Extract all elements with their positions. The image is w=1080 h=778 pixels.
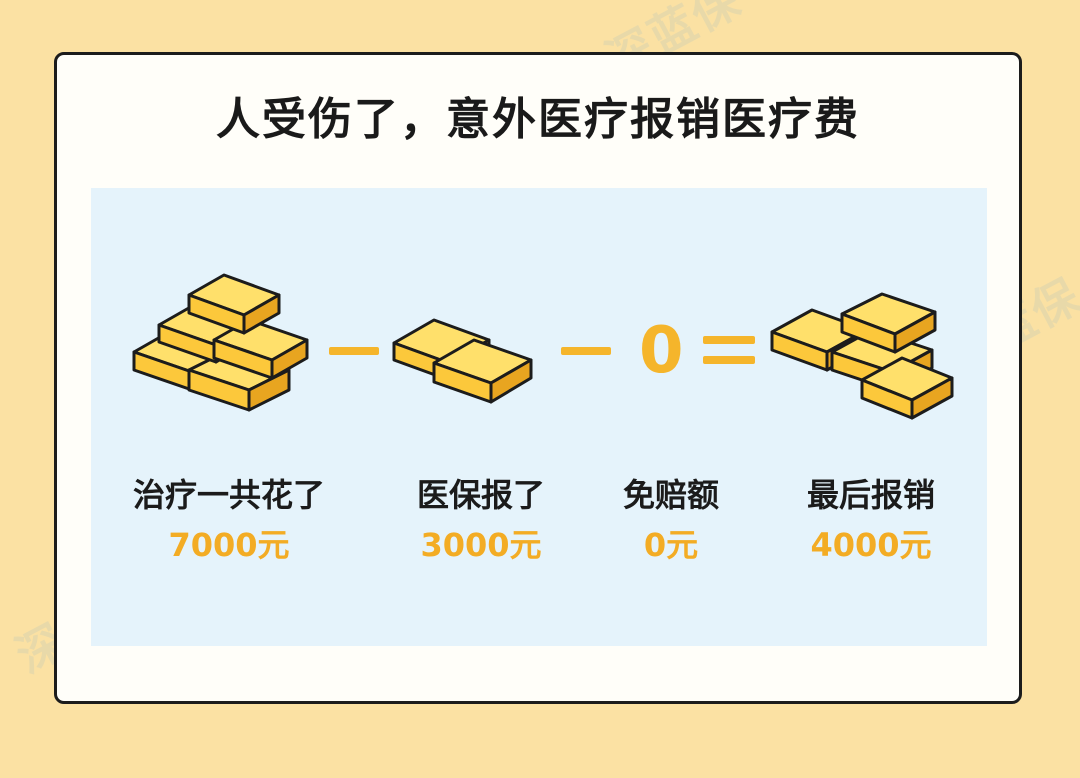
minus-sign [561, 347, 611, 355]
info-card: 人受伤了，意外医疗报销医疗费 [54, 52, 1022, 704]
item-label-deductible: 免赔额 [622, 476, 719, 514]
formula-panel: 0 治疗一共花了 7000元 医保报了 300 [91, 188, 987, 646]
page-title: 人受伤了，意外医疗报销医疗费 [200, 91, 876, 149]
equals-sign-bottom [703, 356, 755, 364]
item-label-reimbursed: 最后报销 [806, 476, 935, 514]
item-amount-total: 7000元 [168, 526, 290, 564]
item-amount-reimbursed: 4000元 [810, 526, 932, 564]
item-label-total: 治疗一共花了 [132, 476, 325, 514]
gold-bars-pile-icon [132, 273, 309, 412]
zero-sign: 0 [639, 314, 684, 388]
item-amount-insurance: 3000元 [420, 526, 542, 564]
equals-sign-top [703, 336, 755, 344]
gold-bars-stack-icon [770, 292, 954, 420]
title-wrap: 人受伤了，意外医疗报销医疗费 [57, 91, 1019, 149]
item-label-insurance: 医保报了 [416, 476, 545, 514]
item-amount-deductible: 0元 [643, 526, 699, 564]
gold-bars-pair-icon [392, 318, 533, 404]
minus-sign [329, 347, 379, 355]
